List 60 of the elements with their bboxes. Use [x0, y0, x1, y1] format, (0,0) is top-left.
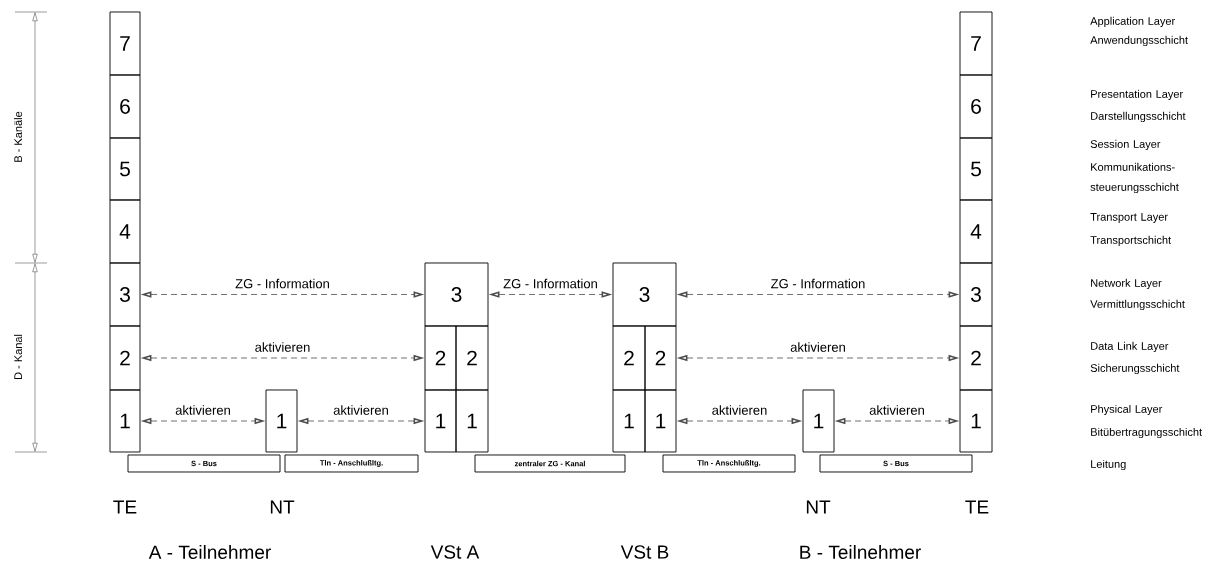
layer-label: Session Layer [1090, 139, 1161, 151]
layer-box: 7 [109, 11, 141, 76]
edge-label: aktivieren [790, 342, 845, 352]
layer-box: 3 [109, 262, 141, 327]
station-label: TE [965, 500, 989, 514]
layer-label: Vermittlungsschicht [1090, 299, 1185, 311]
layer-box: 1 [959, 389, 993, 453]
edge-label: aktivieren [255, 342, 310, 352]
layer-box: 6 [959, 74, 993, 139]
layer-label: Transport Layer [1090, 213, 1168, 223]
edge-label: ZG - Information [771, 278, 865, 289]
layer-box: 1 [612, 389, 646, 453]
edge-label: ZG - Information [503, 278, 597, 289]
layer-label: Network Layer [1091, 278, 1162, 290]
layer-box: 4 [109, 199, 141, 264]
layer-box: 4 [959, 199, 993, 264]
edge-label: aktivieren [869, 405, 924, 415]
layer-label: Physical Layer [1091, 404, 1163, 416]
layer-box: 3 [959, 262, 993, 327]
edge-label: ZG - Information [235, 278, 329, 289]
edge-label: aktivieren [175, 405, 230, 415]
edge-label: aktivieren [712, 405, 767, 415]
layer-box: 1 [455, 389, 489, 453]
axis-label: B - Kanäle [13, 111, 23, 162]
layer-box: 6 [109, 74, 141, 139]
layer-label: Anwendungsschicht [1090, 35, 1188, 47]
layer-box: 1 [109, 389, 141, 453]
layer-label: Data Link Layer [1091, 341, 1169, 353]
layer-box: 2 [424, 325, 457, 391]
layer-box: 3 [424, 262, 489, 327]
layer-box: 1 [265, 389, 298, 453]
station-label: VSt A [430, 545, 480, 559]
layer-label: Sicherungsschicht [1090, 363, 1180, 375]
layer-box: 5 [959, 137, 993, 201]
layer-box: 2 [612, 325, 646, 391]
layer-box: 1 [802, 389, 835, 453]
layer-label: Leitung [1091, 459, 1126, 471]
layer-box: 2 [959, 325, 993, 391]
layer-label: Presentation Layer [1091, 89, 1183, 101]
station-label: VSt B [620, 545, 669, 559]
layer-label: Bitübertragungsschicht [1091, 427, 1202, 439]
edge-label: aktivieren [333, 405, 388, 415]
layer-box: 3 [612, 262, 677, 327]
station-label: TE [113, 500, 137, 514]
station-label: B - Teilnehmer [800, 545, 921, 559]
station-label: NT [806, 500, 831, 514]
layer-label: Kommunikations- steuerungsschicht [1090, 162, 1179, 194]
layer-box: 7 [959, 11, 993, 76]
station-label: NT [270, 500, 295, 514]
layer-label: Transportschicht [1090, 235, 1172, 247]
station-label: A - Teilnehmer [148, 545, 271, 559]
layer-box: 2 [109, 325, 141, 391]
layer-box: 1 [424, 389, 457, 453]
layer-box: 5 [109, 137, 141, 201]
layer-label: Application Layer [1090, 16, 1175, 28]
layer-box: 2 [455, 325, 489, 391]
layer-label: Darstellungsschicht [1091, 111, 1186, 123]
layer-box: 2 [644, 325, 677, 391]
axis-label: D - Kanal [13, 334, 23, 379]
layer-box: 1 [644, 389, 677, 453]
